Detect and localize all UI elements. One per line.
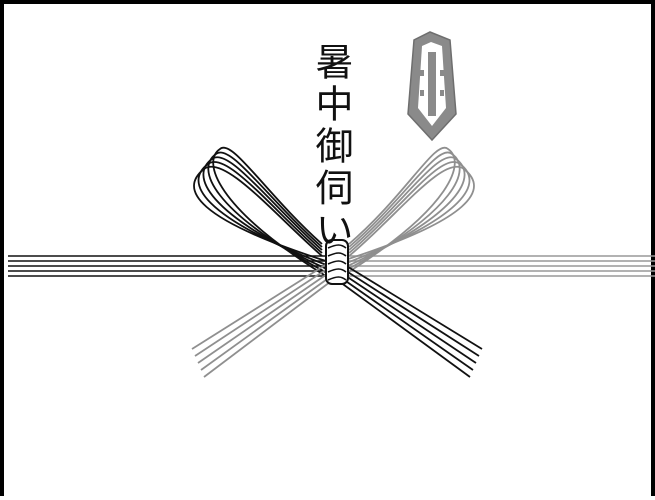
omotegaki-text: 暑中御伺い [309,42,353,252]
left-loop [193,146,330,279]
mizuhiki-knot [325,239,349,285]
left-tail [191,261,331,378]
right-loop [338,146,475,279]
noshi-ornament-icon [407,31,457,142]
mizuhiki-artwork [7,31,655,378]
right-tail [339,261,483,378]
